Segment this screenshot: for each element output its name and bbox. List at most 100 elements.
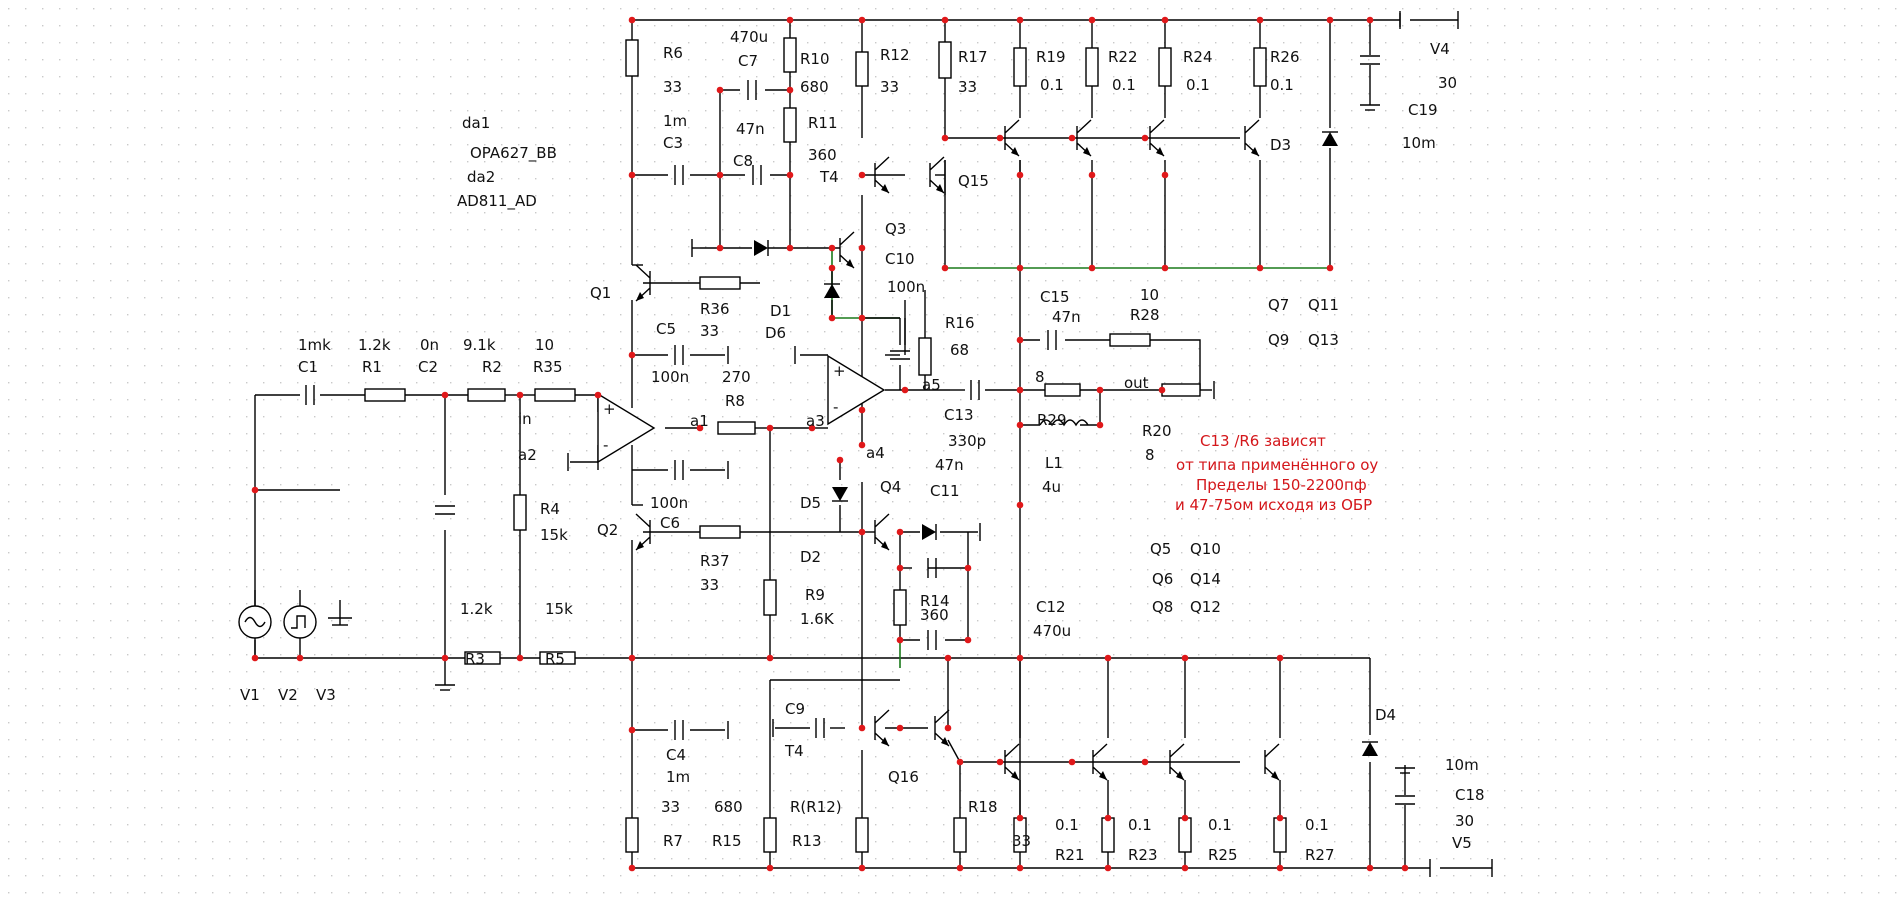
label-r15v: 680: [714, 798, 743, 816]
junction-dot: [858, 16, 866, 24]
label-q8: Q8: [1152, 598, 1173, 616]
junction-dot: [441, 391, 449, 399]
opamp-da2: [827, 354, 886, 426]
junction-dot: [828, 244, 836, 252]
label-q6: Q6: [1152, 570, 1173, 588]
junction-dots: [251, 16, 1409, 872]
junction-dot: [441, 654, 449, 662]
label-r36v: 33: [700, 322, 719, 340]
label-d1: D1: [770, 302, 791, 320]
junction-dot: [1016, 864, 1024, 872]
junction-dot: [766, 424, 774, 432]
junction-dot: [628, 171, 636, 179]
junction-dot: [1016, 16, 1024, 24]
label-r18v: 33: [1012, 832, 1031, 850]
label-r19: R19: [1036, 48, 1066, 66]
label-a4: a4: [866, 444, 885, 462]
junction-dot: [1141, 758, 1149, 766]
note-line3: Пределы 150-2200пф: [1196, 476, 1367, 494]
junction-dot: [1161, 264, 1169, 272]
junction-dot: [1016, 386, 1024, 394]
label-r4: R4: [540, 500, 560, 518]
label-c7v: 470u: [730, 28, 768, 46]
junction-dot: [1096, 386, 1104, 394]
label-t4b: T4: [784, 742, 804, 760]
junction-dot: [1276, 814, 1284, 822]
label-t4a: T4: [819, 168, 839, 186]
label-c5v: 100n: [651, 368, 689, 386]
diode-d6: [824, 284, 840, 298]
diode-d2: [922, 524, 936, 540]
label-c12: C12: [1036, 598, 1066, 616]
junction-dot: [941, 16, 949, 24]
junction-dot: [1276, 864, 1284, 872]
label-r24: R24: [1183, 48, 1213, 66]
label-c15v: 47n: [1052, 308, 1081, 326]
label-q9: Q9: [1268, 331, 1289, 349]
junction-dot: [1326, 264, 1334, 272]
label-c6v: 100n: [650, 494, 688, 512]
junction-dot: [1016, 171, 1024, 179]
label-r23v: 0.1: [1128, 816, 1152, 834]
capacitor-c5: [674, 345, 684, 365]
transistor-q5-arrow: [1011, 771, 1019, 780]
label-c15: C15: [1040, 288, 1070, 306]
transistor-q2-arrow: [636, 541, 644, 550]
junction-dot: [1016, 654, 1024, 662]
label-r12v: 33: [880, 78, 899, 96]
label-r10: R10: [800, 50, 830, 68]
transistor-q11-arrow: [1083, 147, 1091, 156]
junction-dot: [896, 528, 904, 536]
resistor-r23: [1178, 817, 1192, 853]
resistor-r19: [1013, 47, 1027, 87]
capacitor-c3: [674, 165, 684, 185]
label-c13v: 330p: [948, 432, 986, 450]
junction-dot: [696, 424, 704, 432]
wire: [1150, 339, 1201, 390]
label-a1: a1: [690, 412, 709, 430]
label-r10v: 680: [800, 78, 829, 96]
transistor-q10-arrow: [1099, 771, 1107, 780]
transistor-q13-arrow: [1251, 147, 1259, 156]
label-c2v: 0n: [420, 336, 439, 354]
label-l1v: 4u: [1042, 478, 1061, 496]
label-r11: R11: [808, 114, 838, 132]
label-c5x: 270: [722, 368, 751, 386]
label-c18: C18: [1455, 786, 1485, 804]
junction-dot: [964, 564, 972, 572]
label-r3v: 1.2k: [460, 600, 493, 618]
transistor-q3-arrow: [846, 259, 854, 268]
junction-dot: [858, 441, 866, 449]
junction-dot: [828, 314, 836, 322]
label-c8v: 47n: [736, 120, 765, 138]
junction-dot: [858, 171, 866, 179]
capacitor-c6: [674, 460, 684, 480]
label-r15: R15: [712, 832, 742, 850]
resistor-r28: [1109, 333, 1151, 347]
label-in: in: [518, 410, 532, 428]
transistor-q6-arrow: [1176, 771, 1184, 780]
junction-dot: [628, 16, 636, 24]
junction-dot: [628, 351, 636, 359]
junction-dot: [296, 654, 304, 662]
label-a5: a5: [922, 376, 941, 394]
label-c10v: 100n: [887, 278, 925, 296]
junction-dot: [786, 171, 794, 179]
label-r8: R8: [725, 392, 745, 410]
junction-dot: [1181, 814, 1189, 822]
junction-dot: [996, 758, 1004, 766]
label-r16: R16: [945, 314, 975, 332]
junction-dot: [628, 726, 636, 734]
label-d6: D6: [765, 324, 786, 342]
label-r27: R27: [1305, 846, 1335, 864]
label-r28: R28: [1130, 306, 1160, 324]
label-r14v: 360: [920, 606, 949, 624]
capacitor-c19: [1360, 55, 1380, 65]
label-c12v: 470u: [1033, 622, 1071, 640]
label-v4v: 30: [1438, 74, 1457, 92]
source-v1-wave: [244, 616, 266, 628]
capacitor-c18: [1395, 795, 1415, 805]
capacitor-c4: [674, 720, 684, 740]
